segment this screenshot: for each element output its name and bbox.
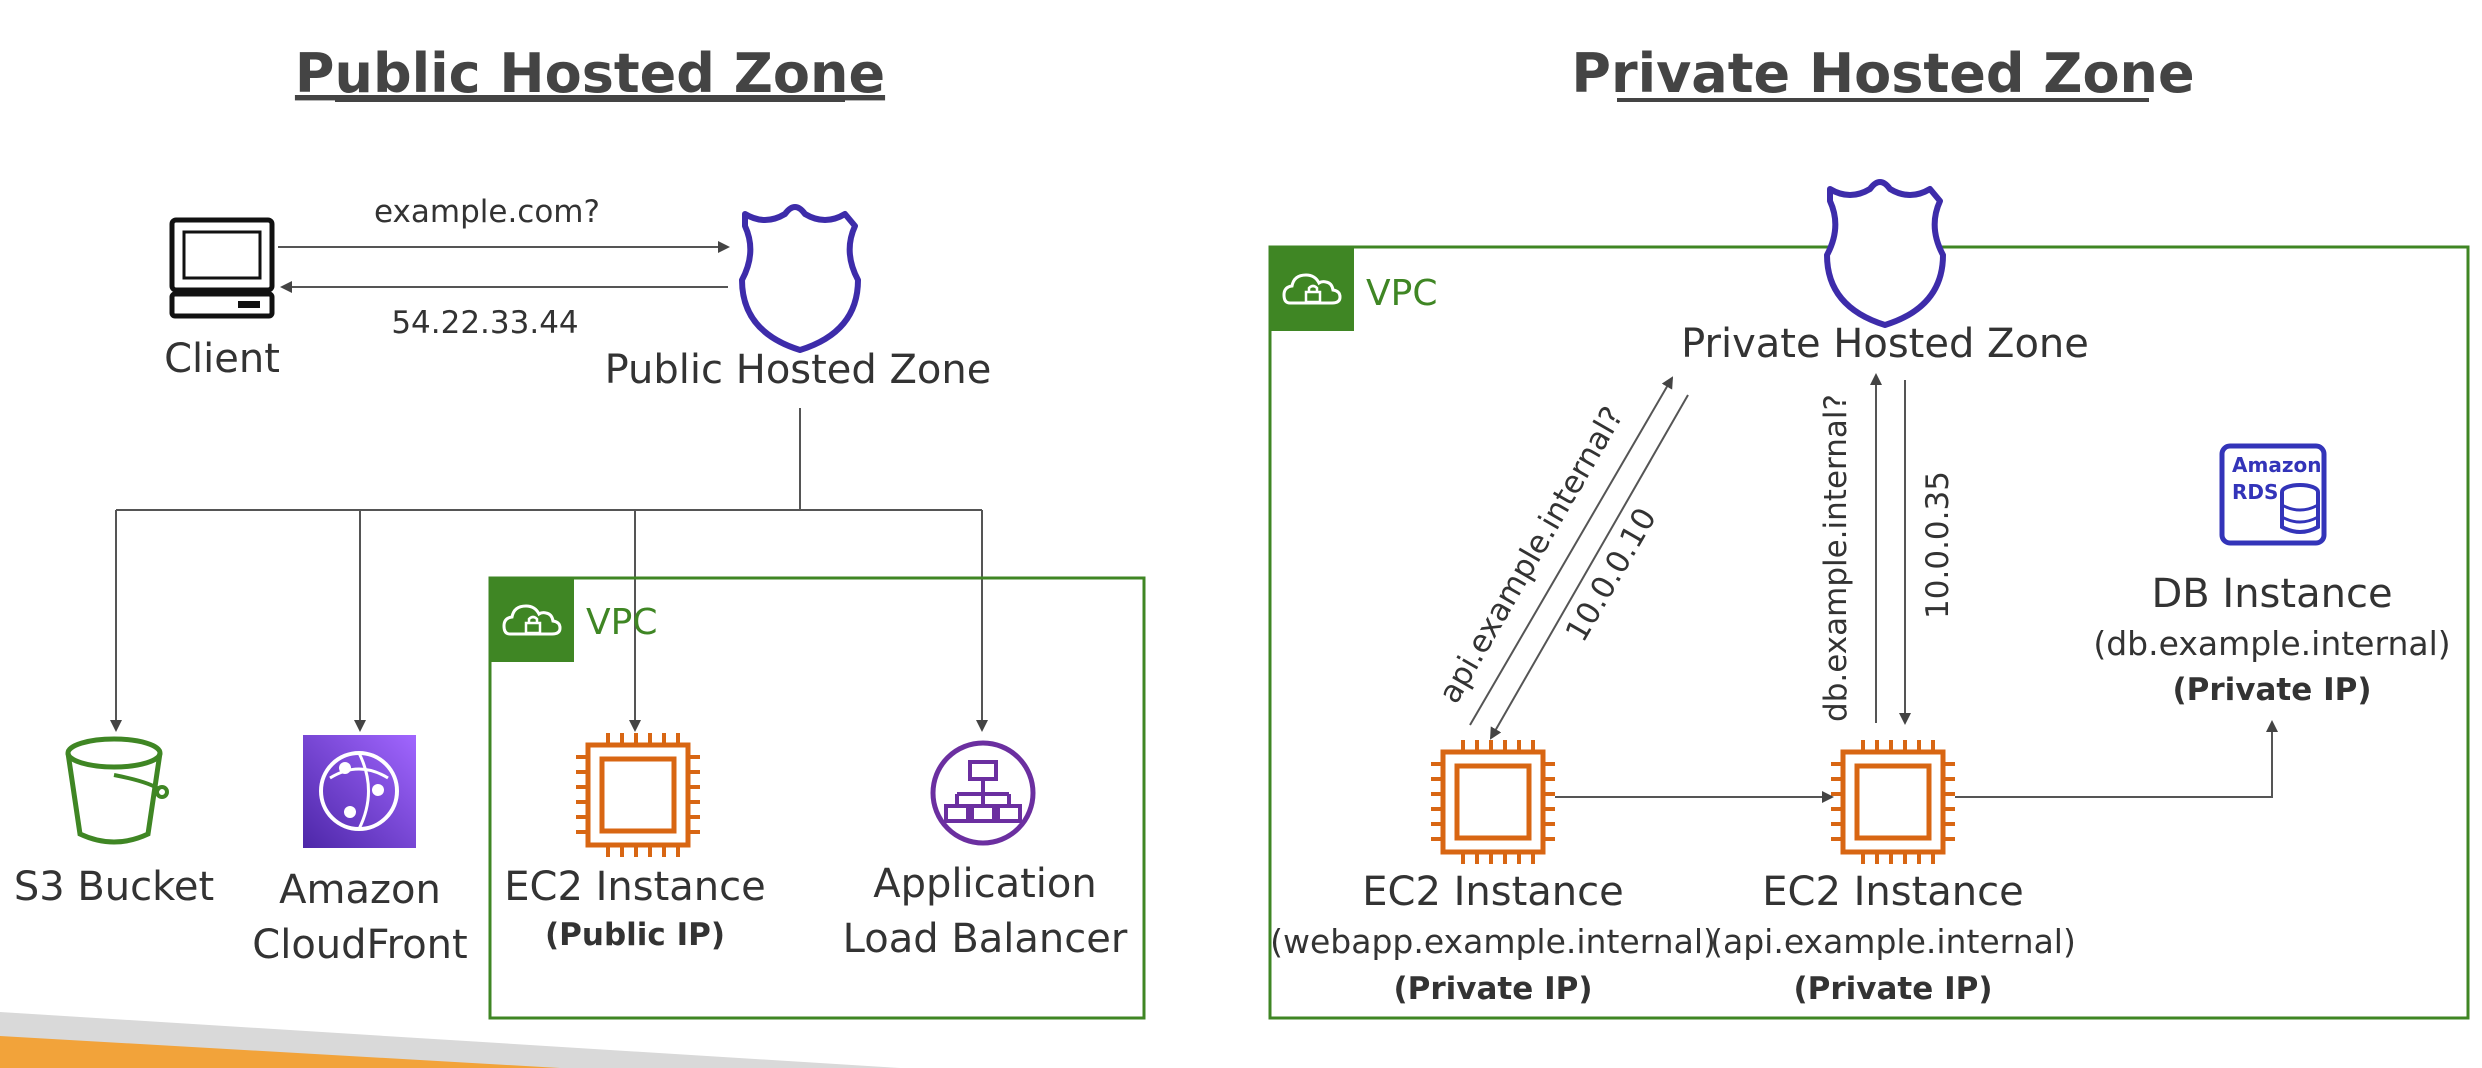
alb-icon: [930, 740, 1036, 846]
api-ec2-label: EC2 Instance: [1762, 869, 2024, 915]
db-label: DB Instance: [2151, 571, 2392, 617]
alb-label-line1: Application: [873, 861, 1097, 907]
webapp-query-arrow: [1469, 376, 1674, 726]
vpc-cloud-lock-icon: [1268, 245, 1356, 333]
public-zone-title: Public Hosted Zone: [295, 42, 885, 105]
api-to-db-arrow: [1955, 720, 2278, 798]
rds-text-rds: RDS: [2232, 480, 2278, 504]
s3-bucket-icon: [65, 736, 169, 845]
client-label: Client: [164, 336, 280, 382]
cloudfront-label-line1: Amazon: [279, 867, 441, 913]
alb-label-line2: Load Balancer: [843, 916, 1128, 962]
answer-label: 54.22.33.44: [391, 305, 578, 341]
webapp-answer-arrow: [1490, 394, 1689, 740]
ec2-chip-icon: [1831, 740, 1955, 864]
webapp-ec2-hostname: (webapp.example.internal): [1270, 922, 1716, 961]
private-vpc-label: VPC: [1366, 273, 1437, 314]
query-label: example.com?: [374, 194, 600, 230]
public-vpc-box: [488, 576, 1146, 1020]
public-ec2-ip: (Public IP): [545, 917, 725, 953]
query2-label: db.example.internal?: [1818, 394, 1854, 722]
private-zone-title: Private Hosted Zone: [1571, 42, 2194, 105]
answer2-label: 10.0.0.35: [1920, 471, 1956, 619]
public-zone-label: Public Hosted Zone: [605, 347, 992, 393]
cloudfront-label-line2: CloudFront: [252, 922, 467, 968]
ec2-chip-icon: [1431, 740, 1555, 864]
db-ip: (Private IP): [2173, 672, 2372, 708]
rds-icon: Amazon RDS: [2219, 443, 2327, 546]
api-ec2-hostname: (api.example.internal): [1710, 922, 2076, 961]
public-ec2-label: EC2 Instance: [504, 864, 766, 910]
public-vpc-label: VPC: [586, 602, 657, 643]
private-zone-label: Private Hosted Zone: [1681, 321, 2089, 367]
computer-icon: [169, 217, 275, 319]
api-ec2-ip: (Private IP): [1794, 971, 1993, 1007]
route53-shield-icon: [1827, 182, 1943, 325]
route53-shield-icon: [742, 207, 858, 350]
s3-label: S3 Bucket: [14, 864, 214, 910]
ec2-chip-icon: [576, 733, 700, 857]
footer-orange-stripe: [0, 1036, 560, 1068]
db-hostname: (db.example.internal): [2093, 624, 2450, 663]
webapp-ec2-ip: (Private IP): [1394, 971, 1593, 1007]
rds-text-amazon: Amazon: [2232, 453, 2321, 477]
cloudfront-icon: [303, 735, 416, 848]
webapp-ec2-label: EC2 Instance: [1362, 869, 1624, 915]
answer1-label: 10.0.0.10: [1559, 502, 1664, 648]
vpc-cloud-lock-icon: [488, 576, 576, 664]
